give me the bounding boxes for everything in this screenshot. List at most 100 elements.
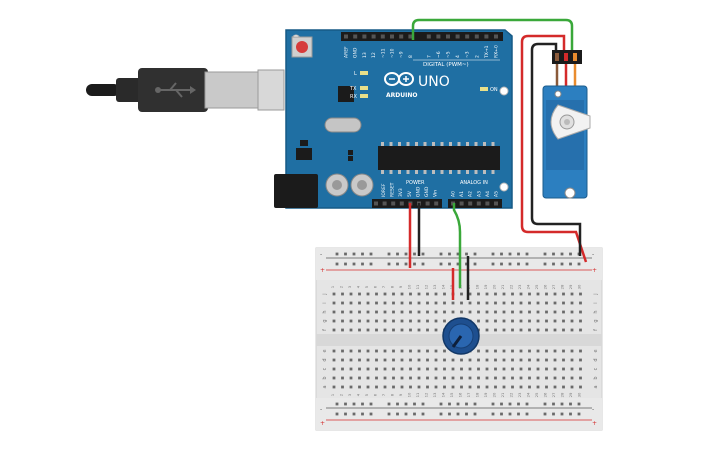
breadboard-hole[interactable] (434, 301, 438, 305)
breadboard-hole[interactable] (421, 412, 425, 416)
breadboard-hole[interactable] (569, 252, 572, 256)
breadboard-hole[interactable] (417, 385, 421, 389)
breadboard-hole[interactable] (366, 292, 370, 296)
header-hole[interactable] (436, 34, 441, 39)
breadboard-hole[interactable] (404, 262, 408, 266)
breadboard-hole[interactable] (456, 262, 460, 266)
breadboard-hole[interactable] (332, 328, 336, 332)
breadboard-hole[interactable] (400, 385, 404, 389)
breadboard-hole[interactable] (519, 328, 523, 332)
breadboard-hole[interactable] (519, 319, 523, 323)
breadboard-hole[interactable] (536, 310, 540, 314)
breadboard-hole[interactable] (502, 310, 506, 314)
breadboard-hole[interactable] (528, 301, 531, 305)
breadboard-hole[interactable] (443, 301, 446, 305)
breadboard-hole[interactable] (341, 310, 344, 314)
breadboard-hole[interactable] (545, 349, 548, 353)
breadboard-hole[interactable] (396, 252, 399, 256)
breadboard-hole[interactable] (332, 301, 336, 305)
breadboard-hole[interactable] (439, 402, 443, 406)
breadboard-hole[interactable] (375, 292, 378, 296)
header-hole[interactable] (362, 34, 367, 39)
breadboard-hole[interactable] (579, 358, 582, 362)
breadboard-hole[interactable] (494, 301, 497, 305)
breadboard-hole[interactable] (508, 412, 512, 416)
breadboard-hole[interactable] (536, 328, 540, 332)
breadboard-hole[interactable] (552, 262, 555, 266)
breadboard-hole[interactable] (519, 292, 523, 296)
breadboard-hole[interactable] (409, 367, 412, 371)
breadboard-hole[interactable] (439, 252, 443, 256)
breadboard-hole[interactable] (352, 412, 356, 416)
breadboard-hole[interactable] (570, 349, 574, 353)
breadboard-hole[interactable] (439, 412, 443, 416)
breadboard-hole[interactable] (358, 385, 361, 389)
breadboard-hole[interactable] (511, 310, 514, 314)
breadboard-hole[interactable] (577, 412, 581, 416)
breadboard-hole[interactable] (375, 376, 378, 380)
breadboard-hole[interactable] (552, 252, 555, 256)
header-hole[interactable] (446, 34, 450, 39)
breadboard-hole[interactable] (473, 402, 477, 406)
breadboard-hole[interactable] (545, 376, 548, 380)
breadboard-hole[interactable] (426, 319, 429, 323)
breadboard-hole[interactable] (543, 262, 547, 266)
breadboard-hole[interactable] (366, 358, 370, 362)
breadboard-hole[interactable] (349, 385, 353, 389)
breadboard-hole[interactable] (409, 328, 412, 332)
breadboard-hole[interactable] (366, 367, 370, 371)
breadboard-hole[interactable] (396, 402, 399, 406)
breadboard-hole[interactable] (508, 262, 512, 266)
breadboard-hole[interactable] (358, 358, 361, 362)
header-hole[interactable] (484, 34, 489, 39)
breadboard-hole[interactable] (577, 262, 581, 266)
breadboard-hole[interactable] (375, 349, 378, 353)
breadboard-hole[interactable] (448, 252, 451, 256)
breadboard-hole[interactable] (366, 319, 370, 323)
breadboard-hole[interactable] (341, 358, 344, 362)
breadboard-hole[interactable] (358, 301, 361, 305)
servo-motor[interactable] (542, 50, 591, 199)
breadboard-hole[interactable] (434, 358, 438, 362)
breadboard-hole[interactable] (409, 319, 412, 323)
breadboard-hole[interactable] (485, 310, 489, 314)
breadboard-hole[interactable] (375, 367, 378, 371)
breadboard-hole[interactable] (349, 367, 353, 371)
breadboard-hole[interactable] (400, 367, 404, 371)
breadboard-hole[interactable] (465, 402, 468, 406)
breadboard-hole[interactable] (562, 328, 565, 332)
breadboard-hole[interactable] (562, 301, 565, 305)
breadboard-hole[interactable] (434, 292, 438, 296)
breadboard-hole[interactable] (485, 349, 489, 353)
header-hole[interactable] (426, 34, 431, 39)
breadboard-hole[interactable] (409, 385, 412, 389)
breadboard-hole[interactable] (400, 328, 404, 332)
header-hole[interactable] (465, 34, 470, 39)
breadboard-hole[interactable] (545, 292, 548, 296)
breadboard-hole[interactable] (525, 252, 529, 256)
breadboard-hole[interactable] (426, 310, 429, 314)
breadboard-hole[interactable] (451, 376, 455, 380)
breadboard-hole[interactable] (387, 402, 391, 406)
breadboard-hole[interactable] (485, 292, 489, 296)
breadboard-hole[interactable] (332, 319, 336, 323)
breadboard-hole[interactable] (528, 292, 531, 296)
breadboard-hole[interactable] (400, 301, 404, 305)
breadboard-hole[interactable] (570, 292, 574, 296)
breadboard-hole[interactable] (358, 328, 361, 332)
breadboard-hole[interactable] (570, 301, 574, 305)
breadboard-hole[interactable] (570, 310, 574, 314)
breadboard-hole[interactable] (443, 292, 446, 296)
breadboard-hole[interactable] (451, 310, 455, 314)
power-jack[interactable] (274, 174, 318, 208)
breadboard-hole[interactable] (577, 402, 581, 406)
header-hole[interactable] (390, 34, 394, 39)
breadboard-hole[interactable] (519, 385, 523, 389)
breadboard-hole[interactable] (413, 252, 416, 256)
breadboard-hole[interactable] (579, 349, 582, 353)
breadboard-hole[interactable] (383, 310, 387, 314)
servo-power-wire[interactable] (520, 34, 588, 263)
breadboard-hole[interactable] (361, 402, 364, 406)
breadboard-hole[interactable] (494, 328, 497, 332)
breadboard-hole[interactable] (536, 319, 540, 323)
